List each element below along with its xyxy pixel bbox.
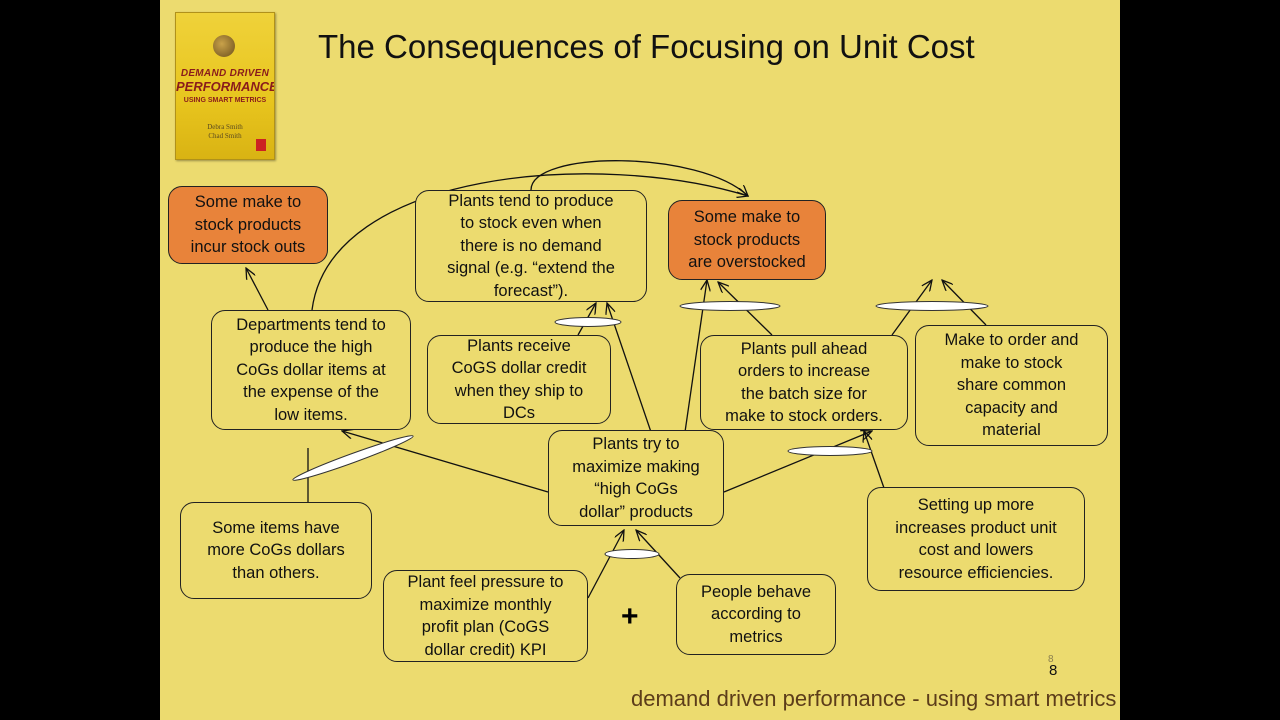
node-produce-to-stock-text: Plants tend to produce to stock even whe… [447,191,615,300]
book-title-line2: PERFORMANCE [176,79,275,94]
node-people: People behave according to metrics [676,574,836,655]
node-setting-up: Setting up more increases product unit c… [867,487,1085,591]
node-stockouts-text: Some make to stock products incur stock … [190,193,306,257]
globe-icon [213,35,235,57]
node-departments-text: Departments tend to produce the high CoG… [236,315,386,424]
and-connector-top-right [875,301,989,311]
book-title-line1: DEMAND DRIVEN [180,68,270,79]
node-cogs-credit-text: Plants receive CoGS dollar credit when t… [451,336,587,423]
slide-title: The Consequences of Focusing on Unit Cos… [318,28,975,65]
node-cogs-credit: Plants receive CoGS dollar credit when t… [427,335,611,424]
book-subtitle: USING SMART METRICS [183,97,267,104]
node-stockouts: Some make to stock products incur stock … [168,186,328,264]
node-people-text: People behave according to metrics [700,582,812,646]
node-pull-ahead: Plants pull ahead orders to increase the… [700,335,908,430]
footer-tagline: demand driven performance - using smart … [631,686,1117,711]
and-connector-pullahead [787,446,873,456]
arrow-settingup-to-pullahead [864,431,885,489]
node-pull-ahead-text: Plants pull ahead orders to increase the… [725,339,883,426]
arrow-departments-to-stockouts [246,268,269,311]
arrow-departments-to-overstocked [311,173,748,311]
and-connector-maximize [604,549,660,559]
arrow-maximize-to-pullahead [723,431,872,493]
node-departments: Departments tend to produce the high CoG… [211,310,411,430]
arrow-pressure-to-maximize [587,530,624,599]
node-overstocked: Some make to stock products are overstoc… [668,200,826,280]
node-maximize-text: Plants try to maximize making “high CoGs… [572,435,700,521]
node-overstocked-text: Some make to stock products are overstoc… [688,208,806,272]
node-some-items: Some items have more CoGs dollars than o… [180,502,372,599]
node-maximize: Plants try to maximize making “high CoGs… [548,430,724,526]
node-produce-to-stock: Plants tend to produce to stock even whe… [415,190,647,302]
book-authors: Debra Smith Chad Smith [207,123,243,140]
page-number-ghost: 8 [1048,654,1054,665]
arrow-produce-to-overstocked [530,160,748,196]
node-mto-mts: Make to order and make to stock share co… [915,325,1108,446]
arrow-maximize-to-departments [342,431,549,493]
plus-sign: + [621,600,639,633]
node-some-items-text: Some items have more CoGs dollars than o… [207,518,345,582]
node-pressure: Plant feel pressure to maximize monthly … [383,570,588,662]
and-connector-departments [292,435,414,481]
and-connector-overstocked [679,301,781,311]
node-mto-mts-text: Make to order and make to stock share co… [944,331,1079,440]
publisher-logo [256,139,266,151]
node-setting-up-text: Setting up more increases product unit c… [895,496,1057,582]
and-connector-credit [554,317,622,327]
book-cover-image: DEMAND DRIVEN PERFORMANCE USING SMART ME… [175,12,275,160]
node-pressure-text: Plant feel pressure to maximize monthly … [407,573,564,659]
page-number: 8 [1049,662,1058,679]
